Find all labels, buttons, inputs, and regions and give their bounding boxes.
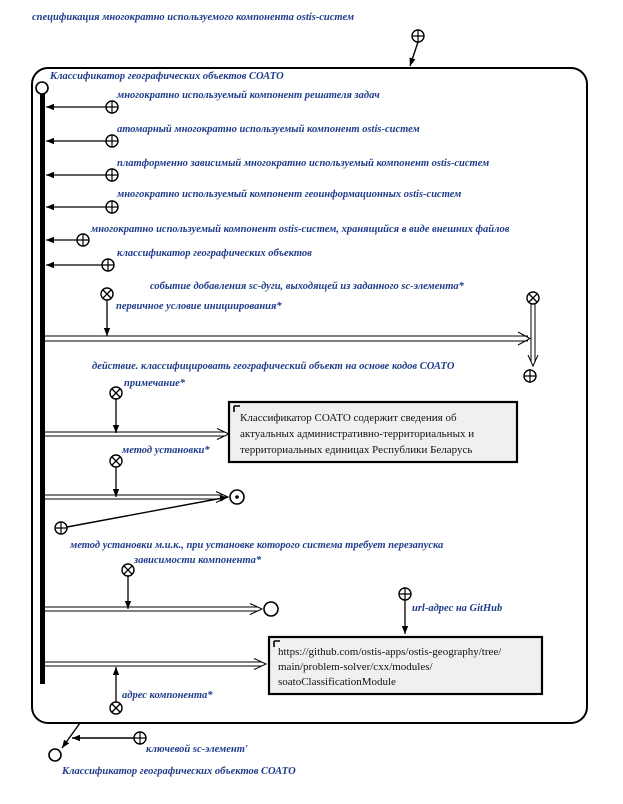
restart-method-class-icon[interactable] <box>54 521 68 535</box>
class-node-icon[interactable] <box>105 168 119 182</box>
class-label: многократно используемый компонент геоин… <box>116 189 461 200</box>
url-text-line: https://github.com/ostis-apps/ostis-geog… <box>278 646 502 658</box>
url-box <box>267 635 544 696</box>
note-corner <box>233 405 240 412</box>
install-target-node[interactable] <box>229 489 245 505</box>
contour-title: Классификатор географических объектов СО… <box>49 71 284 82</box>
dependencies-arc-head <box>249 603 264 615</box>
contour-to-node-arrow <box>61 722 81 749</box>
spec-arrow <box>409 41 419 67</box>
key-element-class-icon[interactable] <box>133 731 147 745</box>
class-label: платформенно зависимый многократно испол… <box>117 158 489 169</box>
note-text-line: территориальных единицах Республики Бела… <box>240 444 472 456</box>
address-arc-head <box>253 658 268 670</box>
note-role-icon[interactable] <box>109 386 123 400</box>
key-element-label: ключевой sc-элемент' <box>146 744 248 755</box>
event-label: событие добавления sc-дуги, выходящей из… <box>150 281 465 292</box>
event-role-icon[interactable] <box>526 291 540 305</box>
dependencies-node[interactable] <box>263 601 279 617</box>
action-class-icon[interactable] <box>523 369 537 383</box>
bottom-node[interactable] <box>48 748 62 762</box>
restart-method-arrow <box>66 495 229 528</box>
action-label: действие. классифицировать географически… <box>92 361 455 372</box>
address-role-icon[interactable] <box>109 701 123 715</box>
structure-contour <box>31 67 588 724</box>
url-text-line: main/problem-solver/cxx/modules/ <box>278 661 434 673</box>
class-label: атомарный многократно используемый компо… <box>117 124 420 135</box>
github-class-icon[interactable] <box>398 587 412 601</box>
restart-method-label: метод установки м.и.к., при установке ко… <box>69 540 443 551</box>
class-node-icon[interactable] <box>101 258 115 272</box>
class-node-icon[interactable] <box>105 100 119 114</box>
class-label: многократно используемый компонент решат… <box>116 90 380 101</box>
install-method-label: метод установки* <box>121 445 210 456</box>
note-box <box>227 400 519 464</box>
primary-condition-role-icon[interactable] <box>100 287 114 301</box>
github-label: url-адрес на GitHub <box>412 603 502 614</box>
dependencies-role-icon[interactable] <box>121 563 135 577</box>
class-label: классификатор географических объектов <box>117 248 312 259</box>
dependencies-label: зависимости компонента* <box>133 555 262 566</box>
class-node-icon[interactable] <box>105 134 119 148</box>
spec-title: спецификация многократно используемого к… <box>32 12 354 23</box>
url-text-line: soatoClassificationModule <box>278 676 396 688</box>
note-label: примечание* <box>124 378 186 389</box>
spec-class-node[interactable] <box>411 29 425 43</box>
install-method-role-icon[interactable] <box>109 454 123 468</box>
condition-arc-head <box>517 331 532 346</box>
event-arc-head <box>527 354 539 368</box>
note-text-line: актуальных административно-территориальн… <box>240 428 474 440</box>
main-bus <box>40 94 45 684</box>
note-text-line: Классификатор СОАТО содержит сведения об <box>240 412 457 424</box>
class-node-icon[interactable] <box>105 200 119 214</box>
url-corner <box>273 640 280 647</box>
address-label: адрес компонента* <box>122 690 213 701</box>
bottom-title: Классификатор географических объектов СО… <box>61 766 296 777</box>
main-node[interactable] <box>35 81 49 95</box>
class-label: многократно используемый компонент ostis… <box>90 224 510 235</box>
class-node-icon[interactable] <box>76 233 90 247</box>
primary-condition-label: первичное условие инициирования* <box>116 301 282 312</box>
note-arc-head <box>216 428 231 440</box>
